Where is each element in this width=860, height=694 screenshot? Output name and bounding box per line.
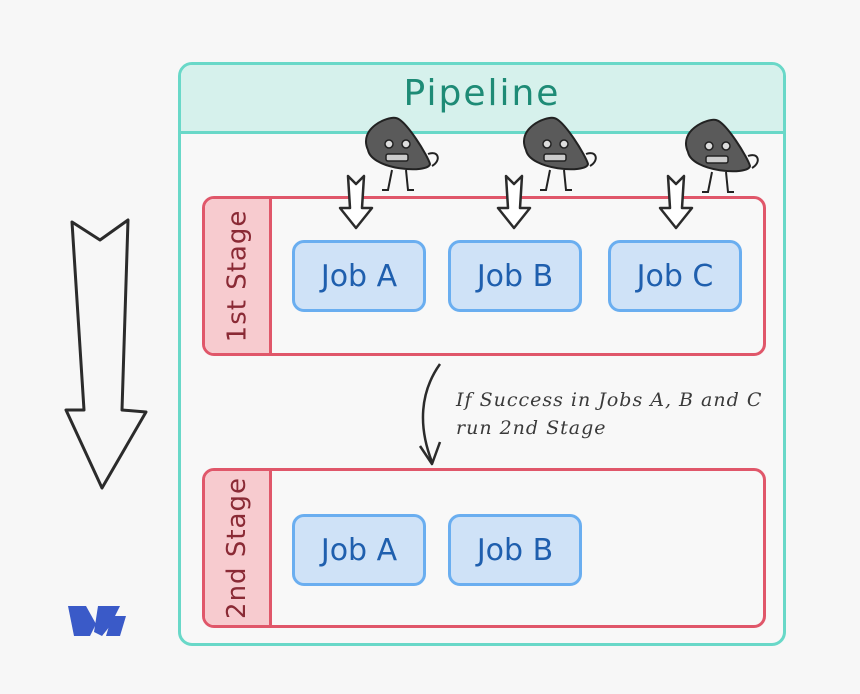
stage-2-label-background: [205, 471, 272, 625]
runner-robot-icon: [523, 116, 597, 191]
stage-1-job-c: Job C: [608, 240, 742, 312]
stage-2-job-a: Job A: [292, 514, 426, 586]
stage-1-job-b: Job B: [448, 240, 582, 312]
flow-arrow-icon: [64, 218, 148, 490]
down-arrow-icon: [658, 174, 694, 230]
pipeline-header: Pipeline: [181, 65, 783, 134]
pipeline-title: Pipeline: [403, 73, 561, 114]
down-arrow-icon: [496, 174, 532, 230]
stage-1-label-background: [205, 199, 272, 353]
stage-transition-arrow-icon: [418, 363, 442, 466]
condition-note-line-1: If Success in Jobs A, B and C: [456, 389, 763, 411]
down-arrow-icon: [338, 174, 374, 230]
condition-note: If Success in Jobs A, B and C run 2nd St…: [456, 386, 786, 442]
runner-robot-icon: [685, 118, 759, 193]
condition-note-line-2: run 2nd Stage: [456, 417, 607, 439]
logo-icon: [68, 606, 126, 636]
stage-2-job-b: Job B: [448, 514, 582, 586]
stage-1-job-a: Job A: [292, 240, 426, 312]
runner-robot-icon: [365, 116, 439, 191]
